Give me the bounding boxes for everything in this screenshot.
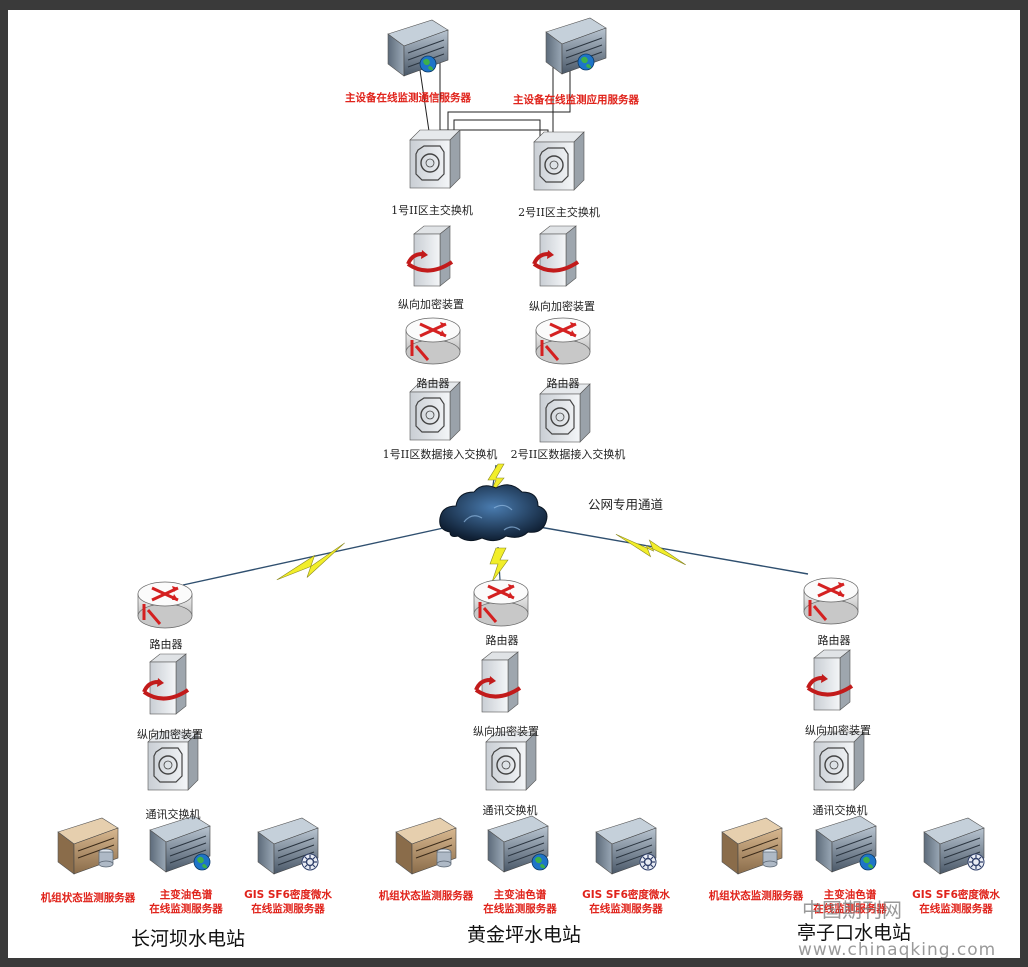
station2-server1-icon (395, 817, 457, 875)
station2-server2-icon (487, 815, 549, 873)
station3-router-label: 路由器 (817, 634, 851, 647)
lightning-left-bolt (276, 542, 345, 581)
station1-server3-label: GIS SF6密度微水 在线监测服务器 (244, 888, 332, 916)
station2-server3-line1: GIS SF6密度微水 (582, 889, 670, 901)
station2-server2-label: 主变油色谱 在线监测服务器 (483, 888, 557, 916)
station2-server3-label: GIS SF6密度微水 在线监测服务器 (582, 888, 670, 916)
access2-label: 2号II区数据接入交换机 (510, 448, 626, 461)
station1-server1-label: 机组状态监测服务器 (40, 892, 136, 904)
encrypt2-icon (532, 224, 580, 288)
encrypt1-label: 纵向加密装置 (398, 298, 464, 311)
station1-router-icon (136, 580, 194, 630)
app-server-icon (545, 17, 607, 75)
station1-server2-line1: 主变油色谱 (159, 889, 213, 901)
access1-label: 1号II区数据接入交换机 (382, 448, 498, 461)
public-channel-label: 公网专用通道 (588, 497, 664, 512)
station2-router-label: 路由器 (485, 634, 519, 647)
switch2-icon (533, 131, 585, 191)
station2-switch-label: 通讯交换机 (482, 804, 538, 817)
station3-server3-line1: GIS SF6密度微水 (912, 889, 1000, 901)
switch2-label: 2号II区主交换机 (518, 206, 600, 219)
connection-lines (57, 17, 985, 875)
station2-server2-line2: 在线监测服务器 (483, 903, 557, 915)
station2-router-icon (472, 578, 530, 628)
station3-server3-line2: 在线监测服务器 (919, 903, 993, 915)
diagram-canvas: 主设备在线监测通信服务器 主设备在线监测应用服务器 1号II区主交换机 2号II… (8, 10, 1020, 958)
lightning-right-bolt (615, 533, 686, 566)
station3-server3-label: GIS SF6密度微水 在线监测服务器 (912, 888, 1000, 916)
station2-name: 黄金坪水电站 (466, 924, 582, 946)
comm-server-icon (387, 19, 449, 77)
station3-server2-icon (815, 815, 877, 873)
station3-router-icon (802, 576, 860, 626)
station3-server3-icon (923, 817, 985, 875)
station3-server1-icon (721, 817, 783, 875)
switch1-icon (409, 129, 461, 189)
station3-encrypt-icon (806, 648, 854, 712)
station3-switch-label: 通讯交换机 (812, 804, 868, 817)
router1-label: 路由器 (416, 377, 450, 390)
station3-name: 亭子口水电站 (796, 922, 912, 944)
station3-encrypt-label: 纵向加密装置 (805, 724, 871, 737)
router2-icon (534, 316, 592, 366)
station1-switch-label: 通讯交换机 (145, 808, 201, 821)
encrypt2-label: 纵向加密装置 (529, 300, 595, 313)
station2-server1-label: 机组状态监测服务器 (378, 890, 474, 902)
watermark-url: www.chinaqking.com (798, 940, 997, 958)
station1-name: 长河坝水电站 (130, 928, 246, 950)
access2-icon (539, 383, 591, 443)
station2-encrypt-icon (474, 650, 522, 714)
station1-server2-line2: 在线监测服务器 (149, 903, 223, 915)
station1-router-label: 路由器 (149, 638, 183, 651)
station3-switch-icon (813, 731, 865, 791)
station1-server3-icon (257, 817, 319, 875)
station2-server3-icon (595, 817, 657, 875)
station2-switch-icon (485, 731, 537, 791)
station1-server3-line2: 在线监测服务器 (251, 903, 325, 915)
router2-label: 路由器 (546, 377, 580, 390)
station1-server1-icon (57, 817, 119, 875)
station3-server2-label: 主变油色谱 在线监测服务器 (813, 888, 887, 916)
station2-server3-line2: 在线监测服务器 (589, 903, 663, 915)
station3-server1-label: 机组状态监测服务器 (708, 890, 804, 902)
station2-server2-line1: 主变油色谱 (493, 889, 547, 901)
switch1-label: 1号II区主交换机 (391, 204, 473, 217)
station2-encrypt-label: 纵向加密装置 (473, 725, 539, 738)
app-server-label: 主设备在线监测应用服务器 (513, 94, 639, 106)
lightning-bottom-bolt (489, 547, 509, 583)
router1-icon (404, 316, 462, 366)
comm-server-label: 主设备在线监测通信服务器 (345, 92, 471, 104)
station1-server3-line1: GIS SF6密度微水 (244, 889, 332, 901)
encrypt1-icon (406, 224, 454, 288)
watermark-cn: 中国期刊网 (802, 898, 902, 922)
station1-encrypt-icon (142, 652, 190, 716)
station1-encrypt-label: 纵向加密装置 (137, 728, 203, 741)
station1-server2-icon (149, 815, 211, 873)
station3-server2-line1: 主变油色谱 (823, 889, 877, 901)
public-network-cloud-icon (439, 484, 548, 542)
station3-server2-line2: 在线监测服务器 (813, 903, 887, 915)
station1-server2-label: 主变油色谱 在线监测服务器 (149, 888, 223, 916)
